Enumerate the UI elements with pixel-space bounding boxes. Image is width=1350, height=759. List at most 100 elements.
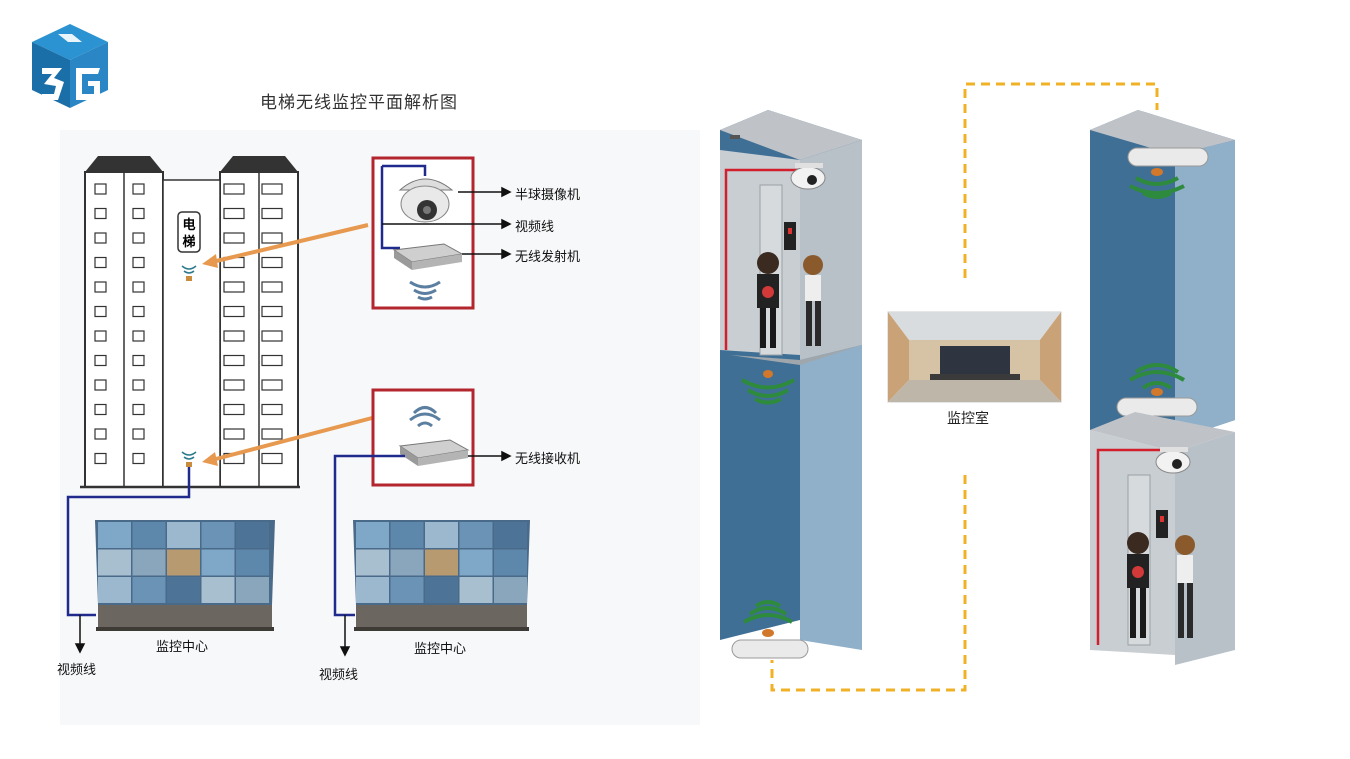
monitor-tile: [98, 522, 131, 548]
window: [223, 428, 245, 440]
window: [94, 330, 107, 342]
monitor-tile: [425, 577, 458, 603]
window: [223, 207, 245, 220]
monitor-tile: [201, 522, 235, 548]
window: [261, 183, 283, 195]
window: [223, 354, 245, 367]
wifi-icon-top-building: [181, 265, 197, 281]
dashed-wireless-link: [770, 82, 1159, 692]
monitor-tile: [236, 577, 269, 603]
wireless-transmitter-icon: [392, 243, 464, 270]
diagram-title: 电梯无线监控平面解析图: [260, 93, 458, 113]
window: [132, 354, 145, 367]
wifi-icon-left-shaft-bottom: [742, 600, 794, 637]
monitor-tile: [459, 577, 493, 603]
window: [261, 403, 283, 416]
window: [261, 232, 283, 244]
monitor-tile: [390, 522, 424, 548]
elevator-tag-char-1: 电: [182, 217, 195, 233]
window: [94, 452, 107, 465]
wireless-ap-right-shaft-top: [1127, 147, 1209, 167]
window: [261, 428, 283, 440]
window: [94, 379, 107, 391]
elevator-tag-char-2: 梯: [182, 234, 195, 250]
window: [261, 256, 283, 269]
down-arrow-right: [339, 615, 351, 657]
label-monitor-center-right: 监控中心: [414, 642, 467, 657]
monitor-tile: [494, 522, 527, 548]
window: [132, 232, 145, 244]
receiver-frame: [371, 388, 475, 487]
monitor-tile: [356, 522, 389, 548]
window: [132, 330, 145, 342]
window: [132, 256, 145, 269]
window: [132, 403, 145, 416]
wireless-receiver-icon: [398, 439, 470, 466]
wifi-icon-bottom-building: [181, 451, 197, 467]
monitor-tile: [201, 549, 235, 576]
monitor-tile: [236, 522, 269, 548]
window: [94, 428, 107, 440]
cable-left-monitor: [66, 467, 191, 617]
dome-camera-icon-left-shaft: [790, 163, 826, 190]
window: [223, 403, 245, 416]
window: [94, 183, 107, 195]
orange-arrow-bottom: [202, 416, 373, 466]
monitor-tile: [132, 522, 166, 548]
company-logo: [32, 24, 108, 108]
monitor-tile: [132, 577, 166, 603]
window: [132, 305, 145, 318]
building-floorplan-diagram: 电 梯: [66, 156, 530, 657]
window: [94, 281, 107, 293]
label-video-cable: 视频线: [515, 220, 555, 235]
window: [261, 207, 283, 220]
wifi-icon-right-shaft-bottom: [1128, 363, 1186, 396]
down-arrow-left: [74, 615, 86, 654]
monitor-tile: [167, 549, 200, 576]
window: [223, 183, 245, 195]
monitor-tile: [459, 549, 493, 576]
orange-arrow-top: [202, 223, 369, 268]
monitor-wall-left: [95, 520, 275, 631]
people-left-shaft: [757, 252, 823, 348]
window: [223, 330, 245, 342]
window: [132, 379, 145, 391]
window: [94, 207, 107, 220]
window: [261, 354, 283, 367]
elevator-tag-box: [177, 211, 201, 253]
building: [80, 156, 300, 489]
window: [223, 379, 245, 391]
monitor-tile: [425, 522, 458, 548]
monitor-tile: [425, 549, 458, 576]
window: [94, 403, 107, 416]
window: [223, 305, 245, 318]
label-video-cable-right: 视频线: [319, 668, 359, 683]
right-elevator-shaft: [1090, 110, 1235, 440]
label-wireless-receiver: 无线接收机: [515, 452, 581, 467]
window: [132, 428, 145, 440]
window: [261, 452, 283, 465]
monitor-tile: [167, 577, 200, 603]
monitor-tile: [98, 549, 131, 576]
window: [223, 232, 245, 244]
wireless-ap-right-shaft-bottom: [1116, 397, 1198, 417]
window: [94, 305, 107, 318]
monitor-tile: [390, 549, 424, 576]
label-dome-camera: 半球摄像机: [515, 188, 581, 203]
video-cable-loop: [380, 166, 400, 250]
monitor-tile: [390, 577, 424, 603]
window: [261, 379, 283, 391]
label-video-cable-left: 视频线: [57, 663, 97, 678]
window: [132, 207, 145, 220]
control-room-label: 监控室: [947, 410, 989, 427]
window: [94, 354, 107, 367]
window: [261, 330, 283, 342]
window: [132, 452, 145, 465]
monitor-tile: [494, 549, 527, 576]
wifi-icon-right-shaft-top: [1129, 168, 1185, 199]
window: [261, 281, 283, 293]
building-windows: [94, 183, 283, 465]
wifi-icon-receiver: [409, 406, 441, 428]
dome-camera-icon-right-shaft: [1155, 447, 1191, 474]
window: [132, 281, 145, 293]
